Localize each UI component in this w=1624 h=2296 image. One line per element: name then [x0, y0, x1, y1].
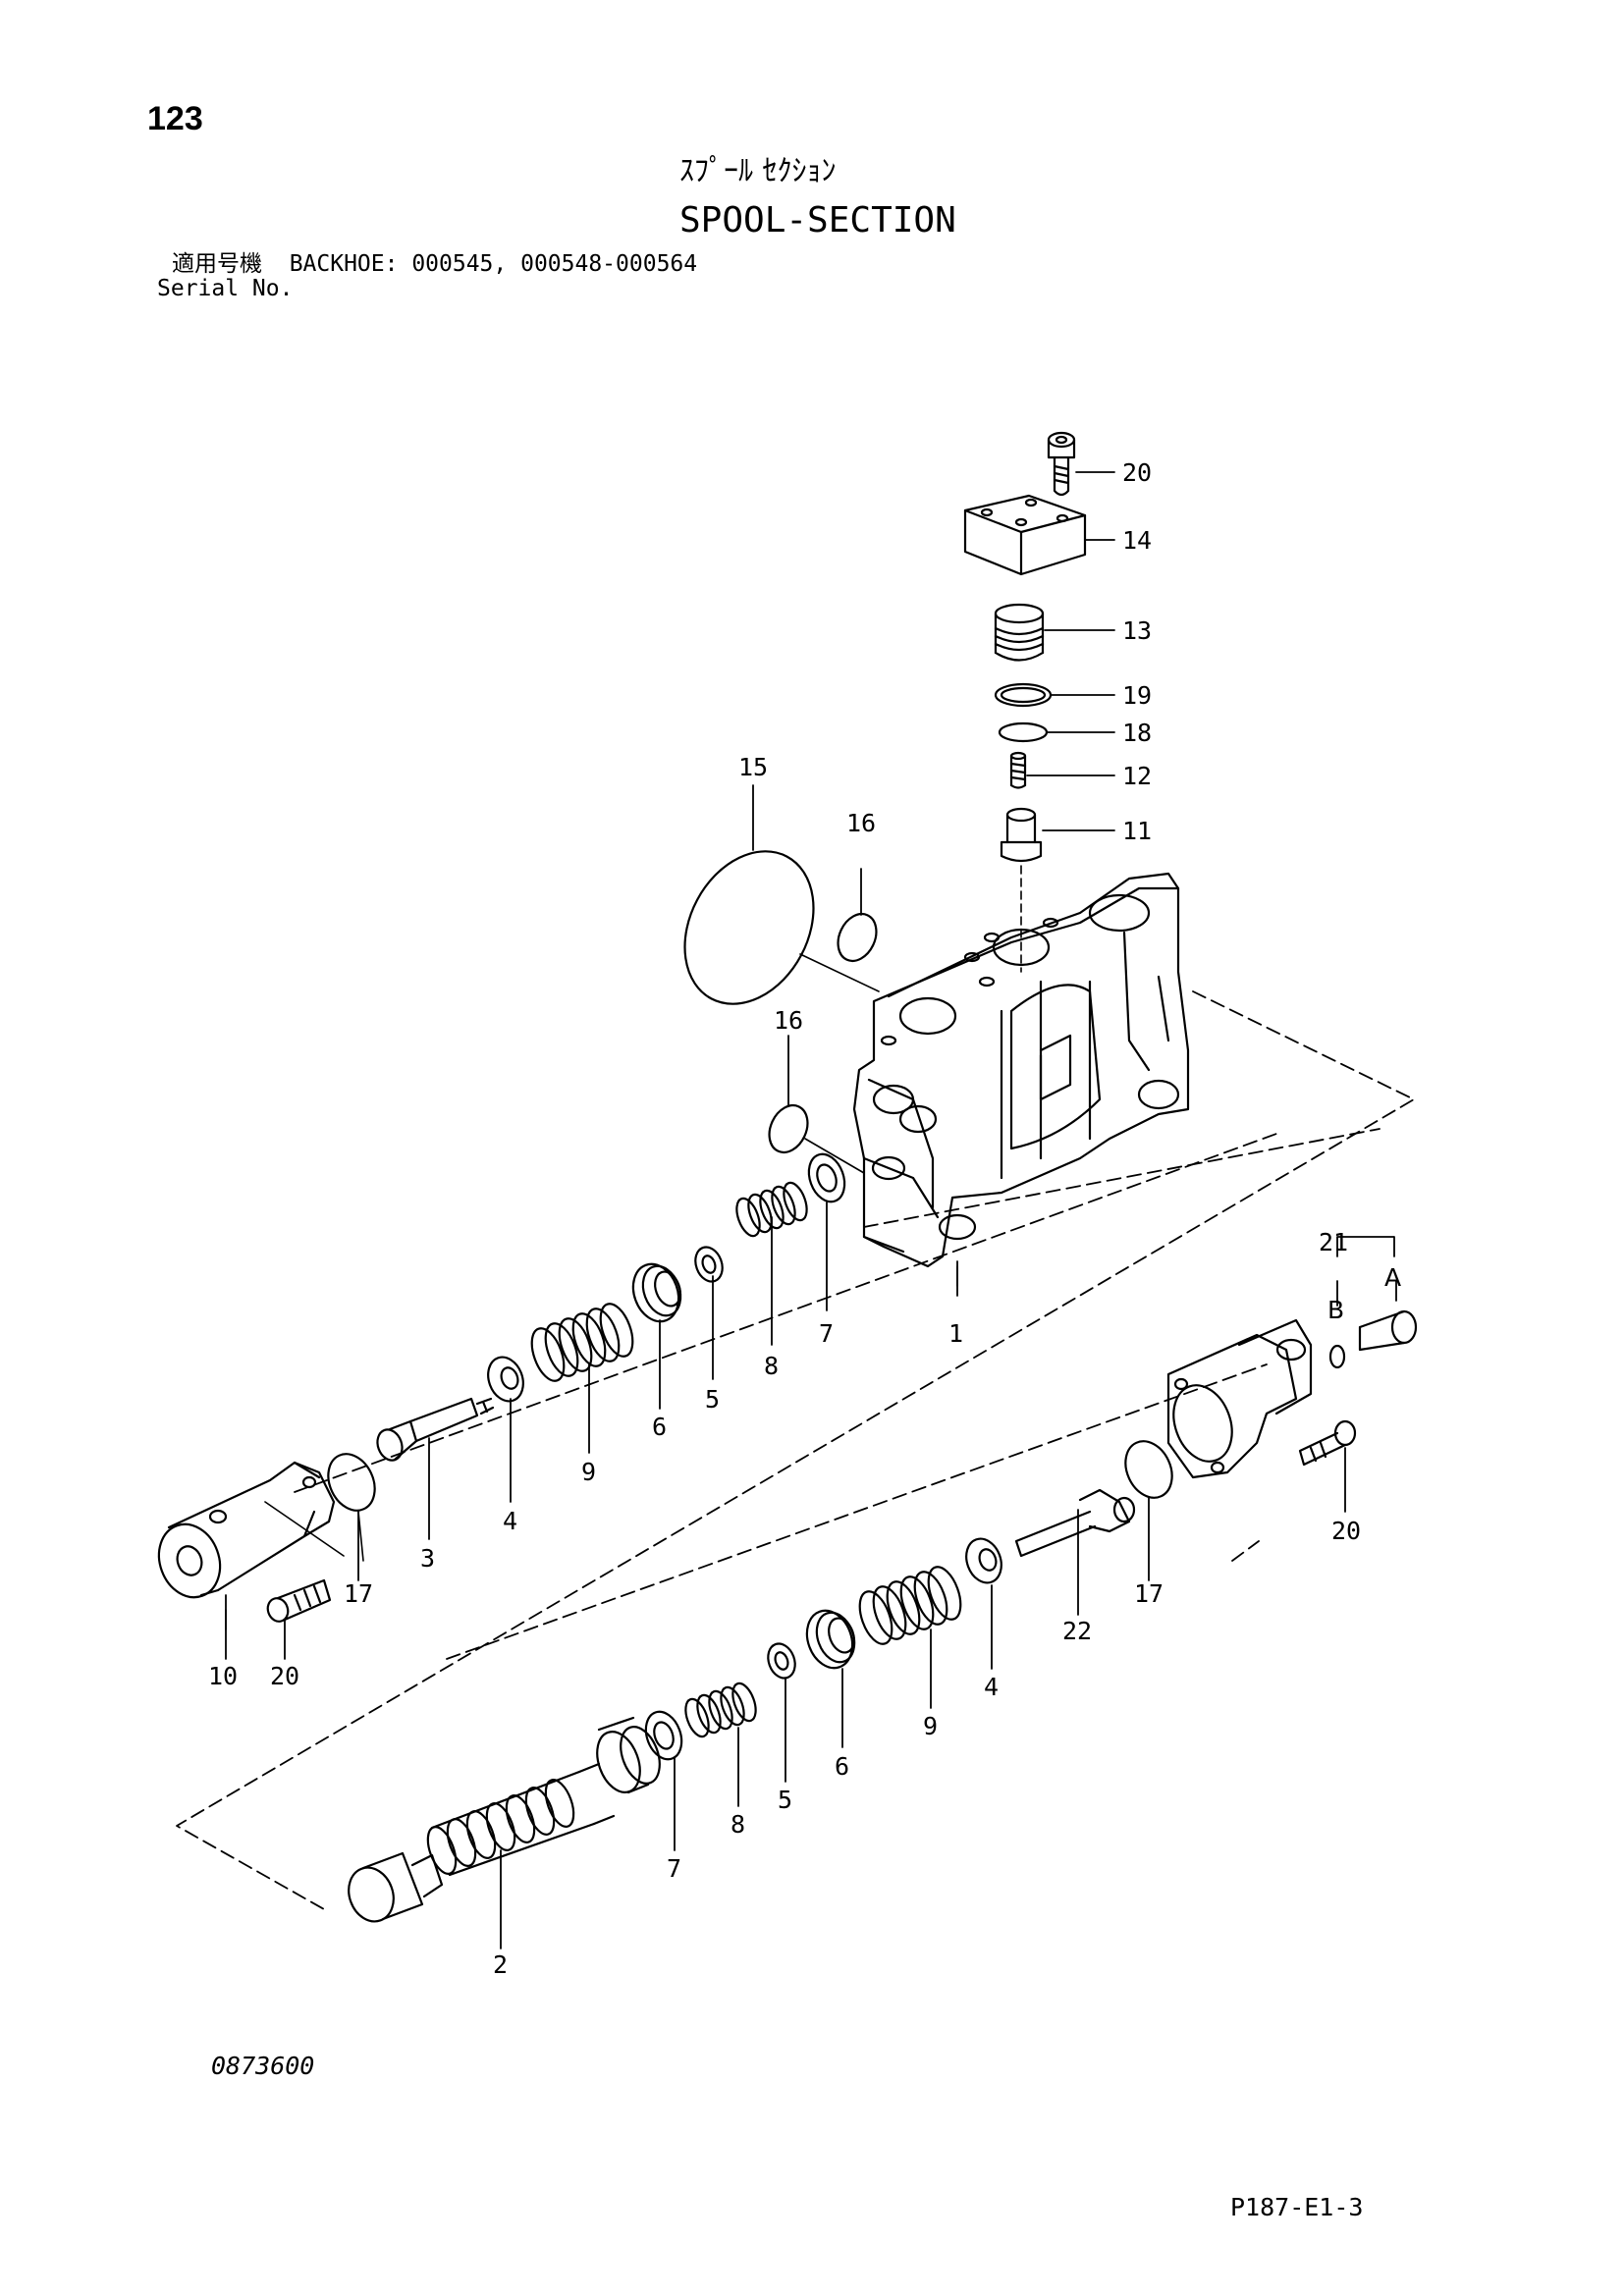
callout-9-lower: 9 — [923, 1712, 938, 1740]
poppet — [1000, 807, 1043, 973]
callout-19: 19 — [1122, 681, 1152, 710]
callout-6-lower: 6 — [835, 1752, 849, 1781]
callout-16-upper: 16 — [846, 809, 876, 837]
callout-3: 3 — [420, 1544, 435, 1573]
callout-B: B — [1327, 1296, 1344, 1324]
callout-17-left: 17 — [344, 1579, 373, 1608]
callout-7-lower: 7 — [667, 1854, 681, 1883]
bolt-3 — [376, 1397, 495, 1462]
callout-12: 12 — [1122, 762, 1152, 790]
cover-right — [1166, 1318, 1313, 1479]
valve-body — [852, 872, 1190, 1287]
callout-9-upper: 9 — [581, 1458, 596, 1486]
callout-17-right: 17 — [1134, 1579, 1164, 1608]
callout-5-lower: 5 — [778, 1786, 792, 1814]
o-ring-17-right — [1124, 1440, 1173, 1499]
callout-labels: 20 14 13 19 18 12 11 15 16 16 1 7 8 5 6 … — [208, 458, 1401, 1979]
o-ring-17-left — [327, 1453, 376, 1512]
block-plate — [963, 494, 1087, 576]
callout-21: 21 — [1319, 1228, 1348, 1256]
spool-end-22 — [1014, 1488, 1136, 1558]
callout-1: 1 — [948, 1319, 963, 1348]
cap-screw-lower-left — [266, 1578, 332, 1623]
washer-7-lower — [644, 1710, 683, 1761]
applicable-models: 適用号機 BACKHOE: 000545, 000548-000564 — [172, 251, 698, 277]
page-title: SPOOL-SECTION — [679, 200, 956, 240]
callout-13: 13 — [1122, 616, 1152, 645]
washer-7-upper — [807, 1152, 846, 1203]
callout-16-lower: 16 — [774, 1006, 803, 1035]
callout-7-upper: 7 — [819, 1319, 834, 1348]
spring-8-lower — [684, 1682, 757, 1738]
page-code: P187-E1-3 — [1230, 2193, 1364, 2221]
spring-9-upper — [530, 1303, 634, 1382]
callout-8-upper: 8 — [764, 1352, 779, 1380]
callout-20-right: 20 — [1331, 1517, 1361, 1545]
callout-11: 11 — [1122, 817, 1152, 845]
seat-4-upper — [487, 1356, 524, 1403]
plug — [994, 603, 1045, 662]
callout-4-upper: 4 — [503, 1507, 517, 1535]
o-ring-B — [1328, 1344, 1346, 1369]
seat-6-upper — [631, 1262, 682, 1323]
pin — [1009, 751, 1027, 789]
plug-A — [1358, 1309, 1418, 1352]
callout-4-lower: 4 — [984, 1673, 999, 1701]
callout-A: A — [1384, 1263, 1401, 1292]
page-title-japanese: ｽﾌﾟｰﾙ ｾｸｼｮﾝ — [679, 154, 837, 188]
o-ring-15 — [683, 850, 815, 1005]
callout-5-upper: 5 — [705, 1385, 720, 1414]
washer-5-lower — [767, 1642, 796, 1680]
o-ring-16-upper — [837, 912, 878, 963]
page-number: 123 — [147, 100, 203, 137]
washer-5-upper — [694, 1246, 724, 1283]
callout-6-upper: 6 — [652, 1413, 667, 1441]
spool-2 — [348, 1716, 661, 1923]
callout-22: 22 — [1062, 1617, 1092, 1645]
seat-6-lower — [805, 1609, 856, 1670]
o-ring-16-lower — [768, 1103, 809, 1154]
callout-20: 20 — [1122, 458, 1152, 487]
cap-screw-top — [1047, 431, 1076, 497]
callout-2: 2 — [493, 1950, 508, 1979]
spring-9-lower — [858, 1566, 962, 1645]
drawing-number: 0873600 — [211, 2052, 315, 2080]
callout-10: 10 — [208, 1662, 238, 1690]
spring-8-upper — [735, 1181, 808, 1238]
end-cap-10 — [157, 1461, 345, 1630]
o-ring-18 — [998, 721, 1049, 743]
callout-14: 14 — [1122, 526, 1152, 555]
leader-lines — [225, 471, 1397, 1949]
cap-screw-right — [1298, 1419, 1357, 1467]
callout-8-lower: 8 — [731, 1810, 745, 1839]
callout-15: 15 — [738, 753, 768, 781]
callout-20-left: 20 — [270, 1662, 299, 1690]
serial-number-label: Serial No. — [157, 276, 294, 301]
callout-18: 18 — [1122, 719, 1152, 747]
seat-4-lower — [965, 1537, 1002, 1584]
